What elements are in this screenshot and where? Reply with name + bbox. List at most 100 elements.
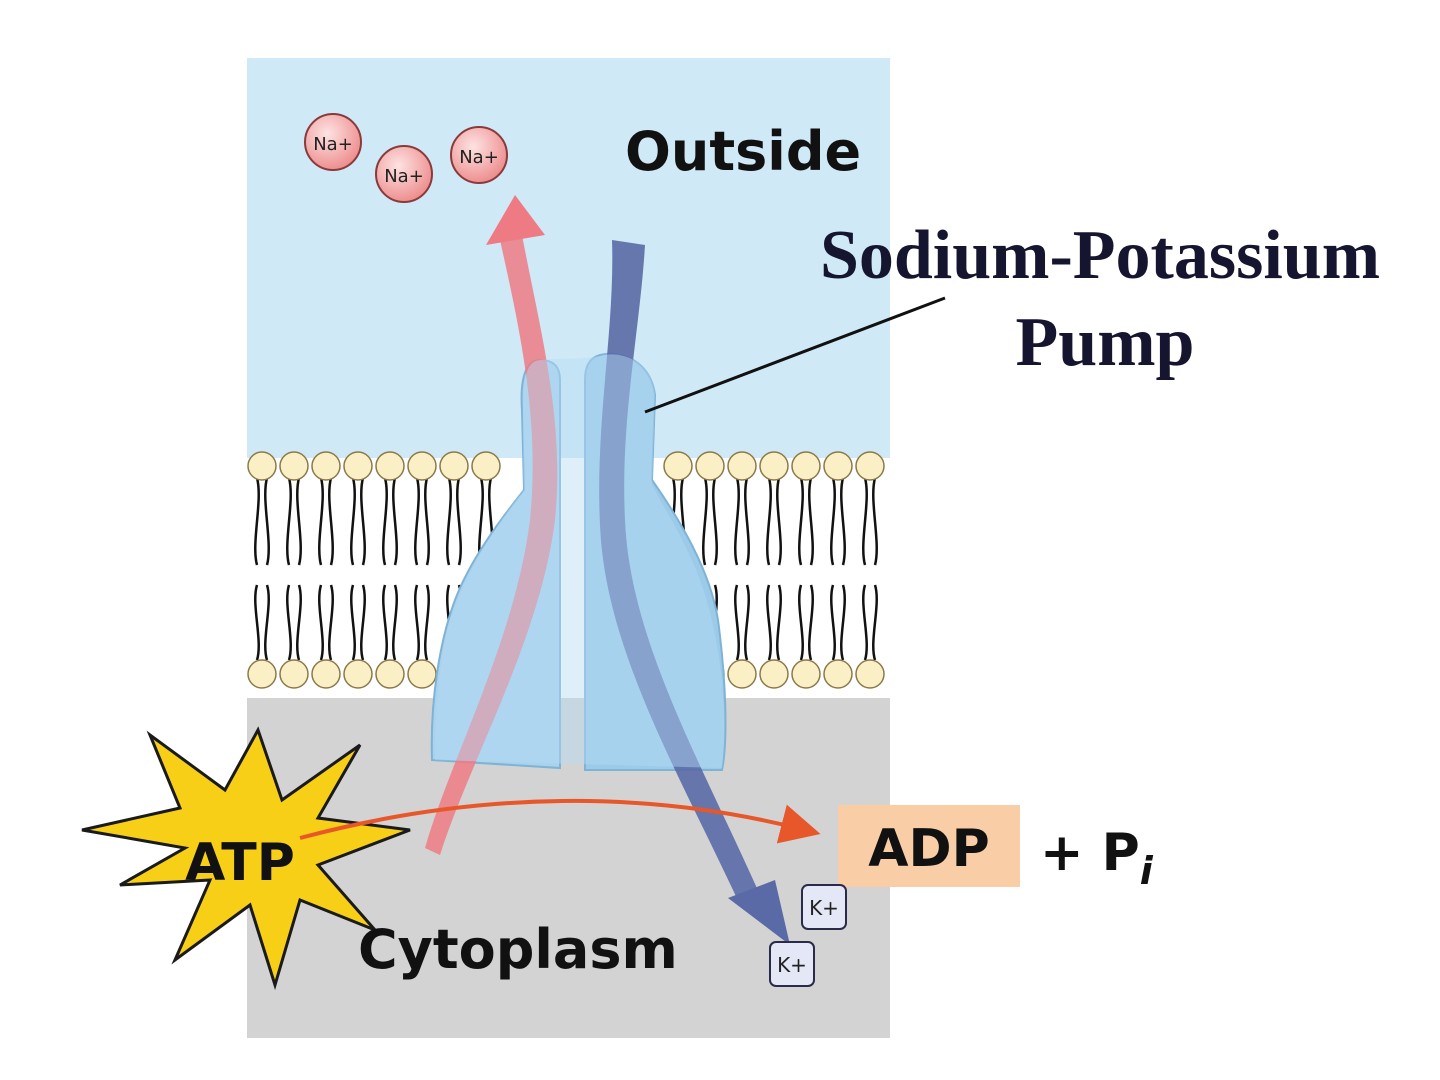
lipid-tail [712,477,718,566]
lipid-tail [264,584,270,661]
lipid-head [855,659,885,689]
lipid-head [439,451,469,481]
lipid-head [247,451,277,481]
potassium-ion: K+ [769,941,815,987]
lipid-head [791,659,821,689]
lipid-head [343,659,373,689]
lipid-tail [734,477,740,566]
lipid-tail [382,584,388,661]
lipid-head [823,451,853,481]
sodium-ion-label: Na+ [313,134,353,155]
lipid-head [471,451,501,481]
lipid-tail [286,477,292,566]
lipid-tail [744,477,750,566]
lipid-tail [840,477,846,566]
lipid-tail [734,584,740,661]
lipid-tail [798,584,804,661]
lipid-tail [328,584,334,661]
lipid-tail [424,584,430,661]
phosphate-subscript: i [1140,849,1154,893]
lipid-tail [350,584,356,661]
lipid-head [343,451,373,481]
lipid-tail [766,477,772,566]
lipid-head [279,659,309,689]
lipid-head [695,451,725,481]
lipid-tail [350,477,356,566]
phosphate-label: + Pi [1040,823,1154,893]
lipid-head [823,659,853,689]
sodium-arrow-shaft [425,235,558,855]
lipid-tail [830,477,836,566]
lipid-head [727,451,757,481]
lipid-tail [328,477,334,566]
lipid-tail [392,584,398,661]
lipid-tail [798,477,804,566]
reaction-arrow [299,798,821,844]
lipid-head [247,659,277,689]
lipid-tail [296,584,302,661]
lipid-head [375,451,405,481]
lipid-head [311,659,341,689]
lipid-tail [264,477,270,566]
lipid-tail [392,477,398,566]
lipid-tail [296,477,302,566]
pump-body-left [430,358,561,770]
lipid-head [407,451,437,481]
sodium-ion: Na+ [375,145,433,203]
lipid-tail [360,477,366,566]
lipid-tail [318,584,324,661]
lipid-tail [862,584,868,661]
lipid-tail [744,584,750,661]
outside-label: Outside [625,120,861,183]
lipid-head [759,659,789,689]
lipid-heads [247,451,885,689]
lipid-head [279,451,309,481]
lipid-tail [702,477,708,566]
lipid-tail [808,584,814,661]
lipid-tail [414,477,420,566]
lipid-tail [776,477,782,566]
adp-label: ADP [868,819,990,879]
pump-callout-line [644,296,946,414]
potassium-ion-label: K+ [809,896,839,920]
atp-burst-icon [81,726,411,991]
lipid-tail [424,477,430,566]
potassium-ion: K+ [801,884,847,930]
sodium-ion-label: Na+ [384,166,424,187]
lipid-tail [872,477,878,566]
lipid-tail [766,584,772,661]
phosphate-plus-text: + P [1040,823,1140,883]
sodium-ion-label: Na+ [459,147,499,168]
lipid-head [407,659,437,689]
lipid-tail [776,584,782,661]
lipid-tail [446,477,452,566]
lipid-head [855,451,885,481]
lipid-tail [254,477,260,566]
lipid-tail [808,477,814,566]
lipid-tail [456,477,462,566]
lipid-tail [286,584,292,661]
lipid-tail [830,584,836,661]
lipid-head [663,451,693,481]
lipid-tail [414,584,420,661]
sodium-arrow-head [486,195,545,245]
sodium-ion: Na+ [304,113,362,171]
lipid-head [759,451,789,481]
pump-overlay [434,354,725,768]
lipid-tail [360,584,366,661]
lipid-tail [862,477,868,566]
lipid-head [311,451,341,481]
lipid-tail [872,584,878,661]
lipid-head [727,659,757,689]
potassium-arrow-head [728,880,790,945]
potassium-arrow-shaft [599,240,760,905]
potassium-ion-label: K+ [777,953,807,977]
adp-box [838,805,1020,887]
lipid-tail [840,584,846,661]
cytoplasm-label: Cytoplasm [358,918,678,981]
lipid-head [375,659,405,689]
pump-label-line1: Sodium-Potassium [820,217,1380,294]
pump-label-line2: Pump [1016,304,1195,381]
sodium-ion: Na+ [450,126,508,184]
